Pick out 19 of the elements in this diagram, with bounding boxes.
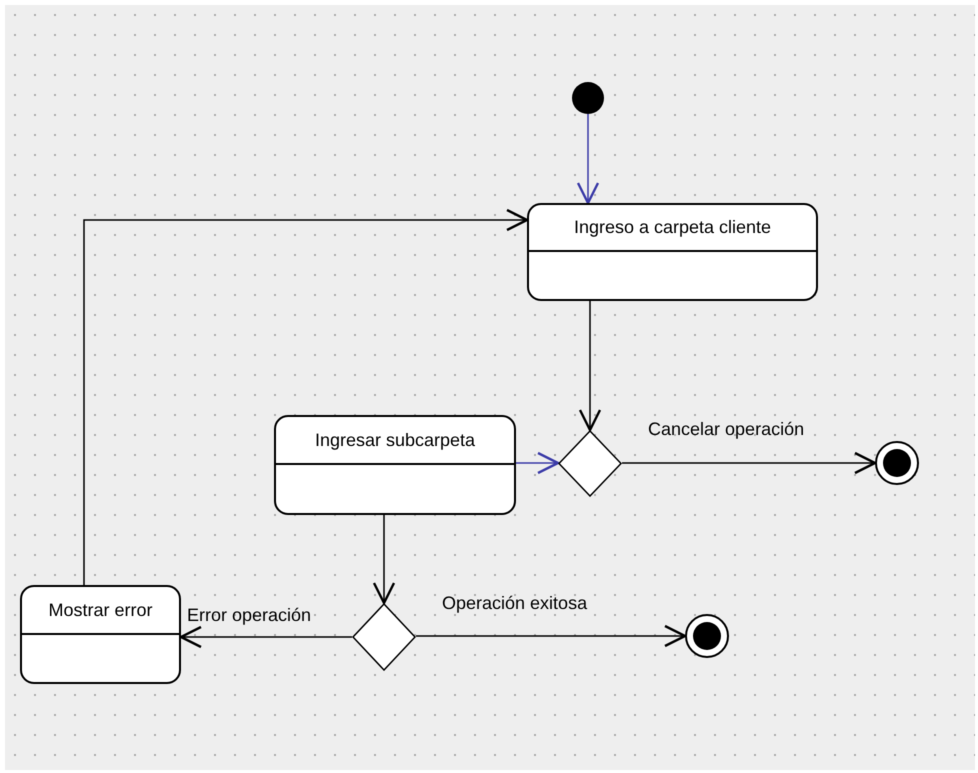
arrow bbox=[622, 452, 876, 474]
state-box bbox=[527, 203, 818, 301]
state-name: Mostrar error bbox=[48, 598, 152, 621]
arrow bbox=[576, 114, 600, 204]
arrow bbox=[83, 208, 528, 585]
decision-diamond bbox=[352, 603, 416, 671]
state-name: Ingreso a carpeta cliente bbox=[574, 216, 772, 239]
arrow bbox=[578, 301, 602, 432]
arrow bbox=[516, 452, 560, 474]
arrow bbox=[372, 515, 396, 604]
state-box bbox=[274, 415, 516, 515]
arrow bbox=[416, 624, 686, 648]
edge-label: Operación exitosa bbox=[442, 592, 588, 614]
arrow bbox=[180, 626, 352, 648]
decision-diamond bbox=[558, 430, 622, 497]
edge-label: Error operación bbox=[187, 604, 312, 626]
edge-label: Cancelar operación bbox=[648, 418, 804, 440]
state-name: Ingresar subcarpeta bbox=[314, 428, 476, 452]
state-box bbox=[20, 585, 181, 684]
